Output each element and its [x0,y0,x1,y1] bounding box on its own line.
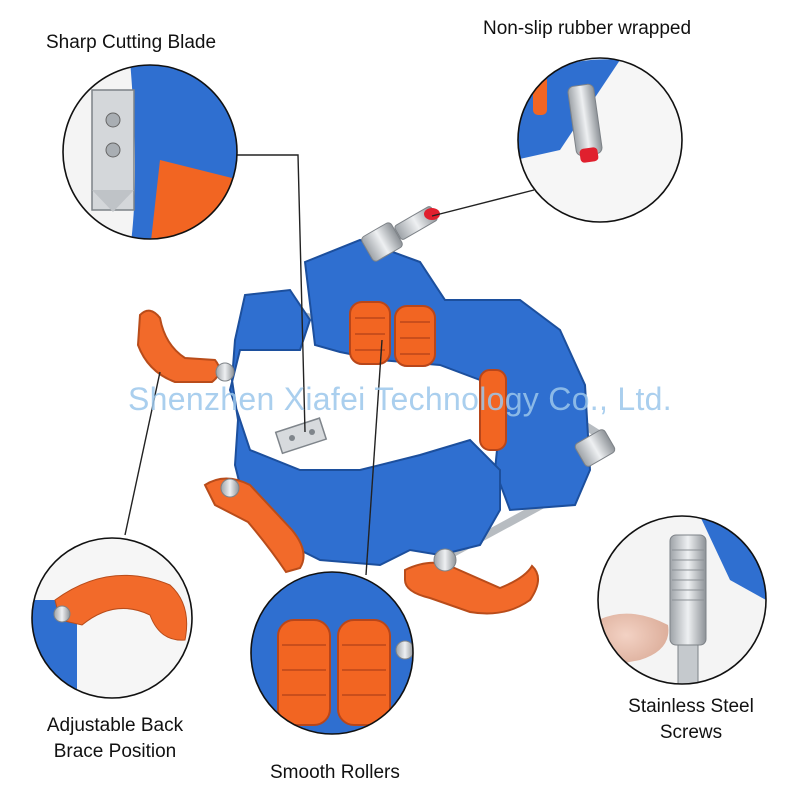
handle-bottom-right [404,561,539,615]
screw-head-right [574,429,616,467]
detail-circle-screws [597,515,767,685]
label-non-slip-rubber: Non-slip rubber wrapped [483,18,692,39]
detail-circle-brace [31,537,193,699]
rollers-rear [349,301,507,451]
leader-lines [124,154,535,576]
detail-circle-blade [62,64,238,240]
label-screws-line2: Screws [659,722,723,743]
detail-circle-rollers [250,571,414,735]
rubber-tip [424,208,440,220]
detail-circle-rubber [517,57,683,223]
label-brace-line1: Adjustable Back [46,715,184,736]
clamp-body-front [228,288,501,567]
label-screws-line1: Stainless Steel [628,696,754,717]
label-adjustable-back-brace: Adjustable Back Brace Position [20,713,210,765]
handle-left [136,309,221,383]
label-smooth-rollers: Smooth Rollers [270,762,400,783]
screw-head-top [361,222,403,262]
label-sharp-cutting-blade: Sharp Cutting Blade [46,32,217,53]
label-brace-line2: Brace Position [53,741,177,762]
label-stainless-steel-screws: Stainless Steel Screws [596,694,786,746]
main-tool [136,206,616,615]
blade [274,417,328,455]
watermark: Shenzhen Xiafei Technology Co., Ltd. [128,381,672,417]
